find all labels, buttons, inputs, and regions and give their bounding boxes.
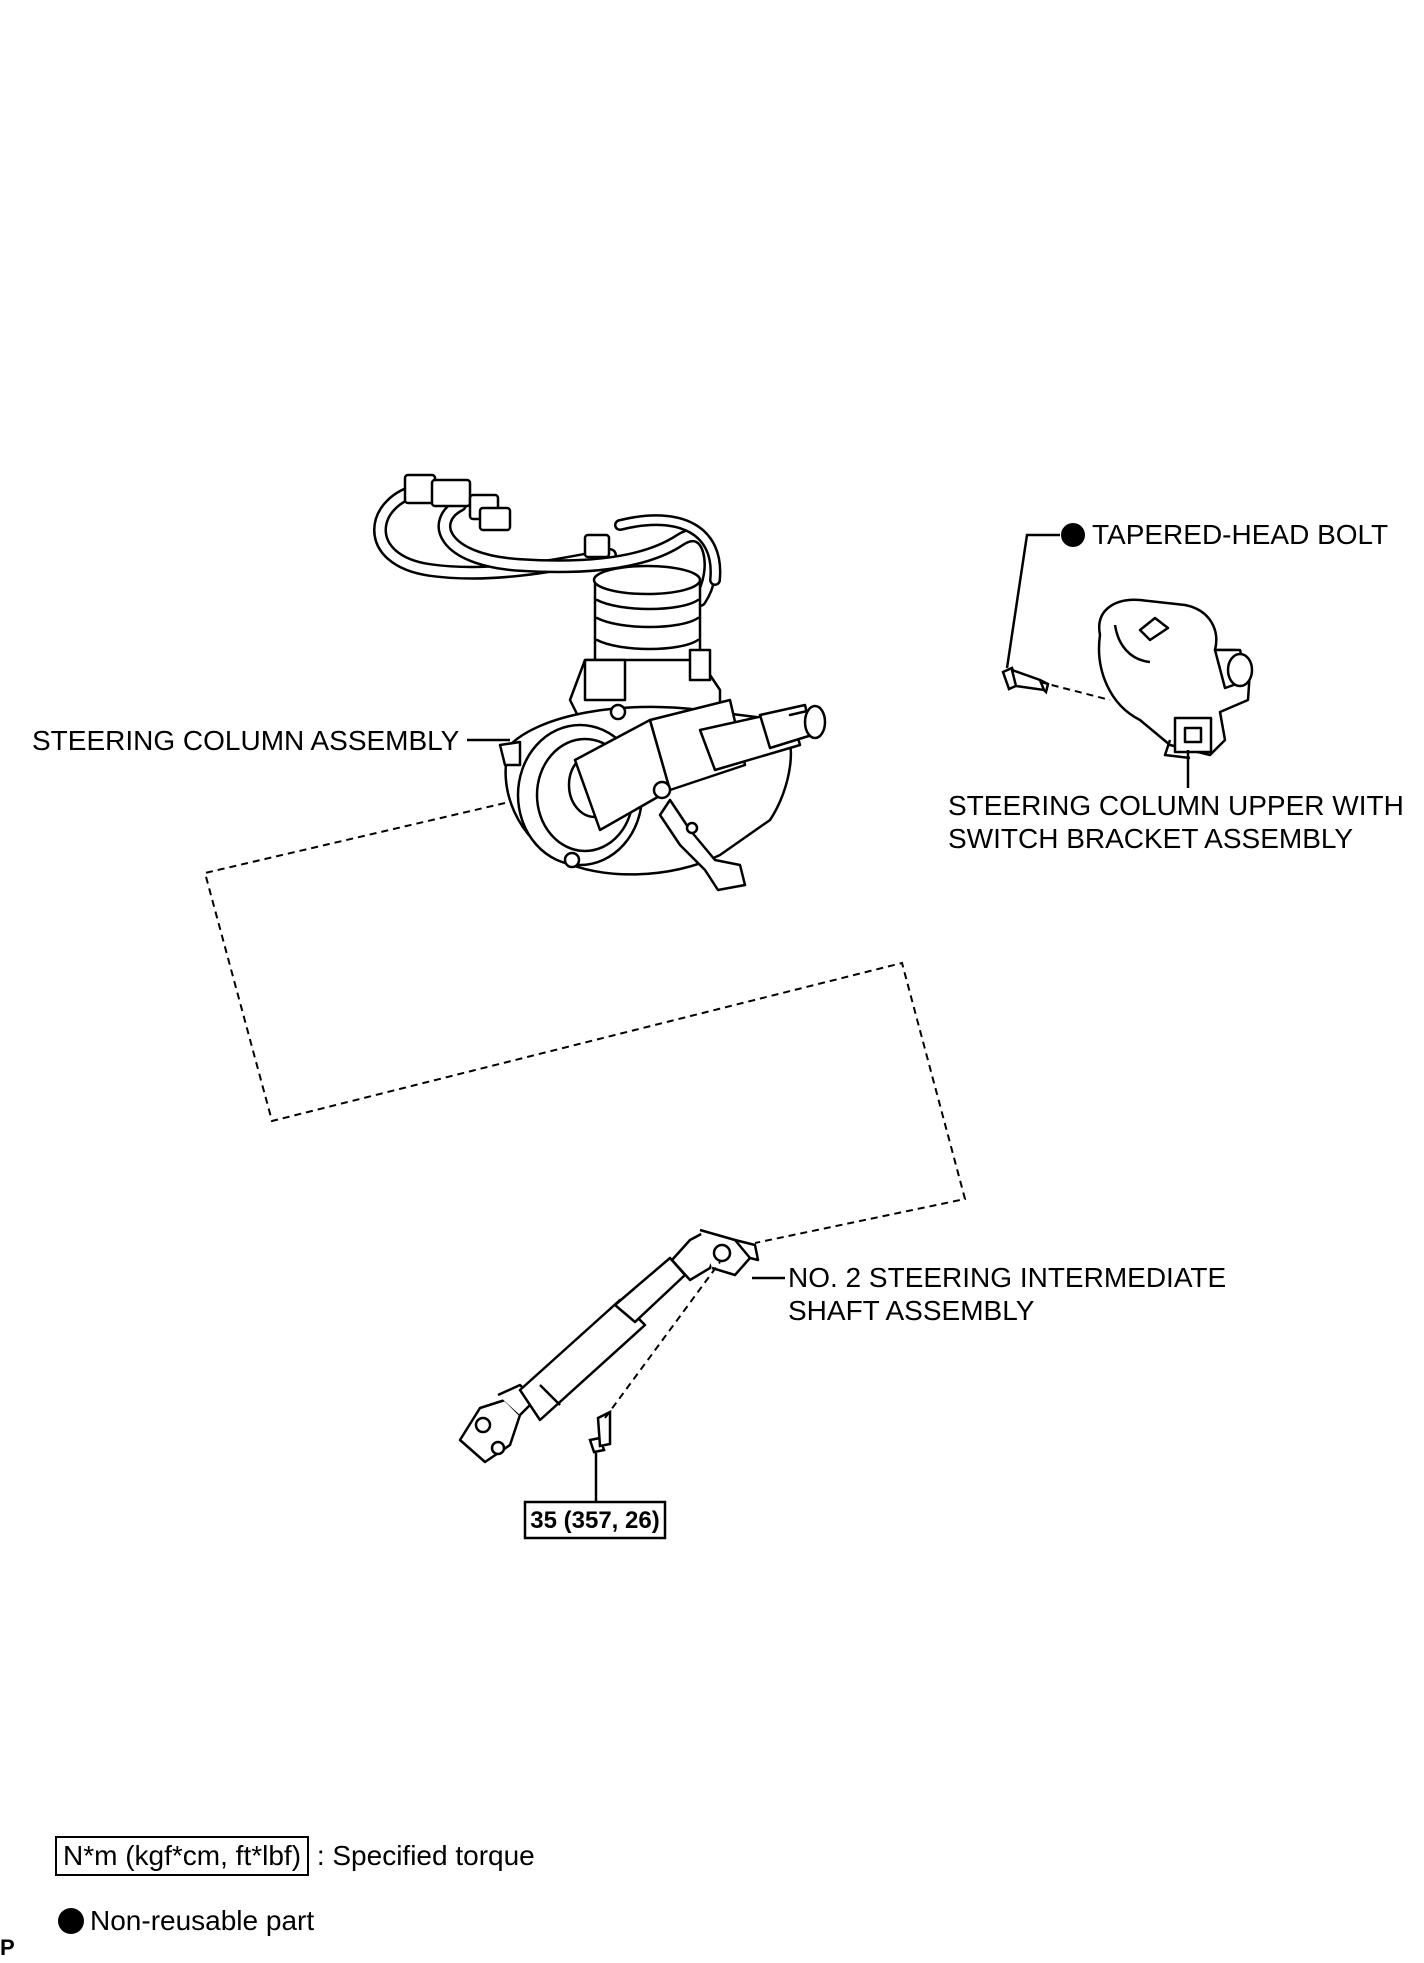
- label-upper-bracket-line1: STEERING COLUMN UPPER WITH: [948, 790, 1404, 821]
- dashed-assembly-lines: [203, 681, 1111, 1419]
- non-reusable-marker-icon: [1061, 523, 1085, 547]
- filled-circle-icon: [58, 1908, 84, 1934]
- page-code: P: [0, 1935, 15, 1960]
- legend-torque: N*m (kgf*cm, ft*lbf) : Specified torque: [55, 1836, 535, 1876]
- steering-column-assembly-drawing: [373, 473, 827, 892]
- shaft-bolt-drawing: [588, 1409, 612, 1454]
- label-intermediate-shaft-line1: NO. 2 STEERING INTERMEDIATE: [788, 1262, 1226, 1293]
- leader-lines: [467, 533, 1190, 1503]
- upper-switch-bracket-drawing: [1097, 598, 1254, 760]
- torque-callout-box: [523, 1500, 667, 1540]
- label-tapered-head-bolt: TAPERED-HEAD BOLT: [1092, 519, 1388, 550]
- torque-callout-value: 35 (357, 26): [530, 1507, 659, 1534]
- tapered-head-bolt-drawing: [1001, 666, 1050, 695]
- intermediate-shaft-drawing: [458, 1228, 760, 1464]
- label-steering-column-assembly: STEERING COLUMN ASSEMBLY: [32, 725, 460, 756]
- legend-non-reusable-text: Non-reusable part: [90, 1905, 315, 1936]
- legend-non-reusable: Non-reusable part: [58, 1907, 314, 1935]
- legend-torque-desc: : Specified torque: [316, 1840, 535, 1871]
- label-upper-bracket-line2: SWITCH BRACKET ASSEMBLY: [948, 823, 1353, 854]
- legend-torque-unit: N*m (kgf*cm, ft*lbf): [55, 1836, 310, 1876]
- label-intermediate-shaft-line2: SHAFT ASSEMBLY: [788, 1295, 1035, 1326]
